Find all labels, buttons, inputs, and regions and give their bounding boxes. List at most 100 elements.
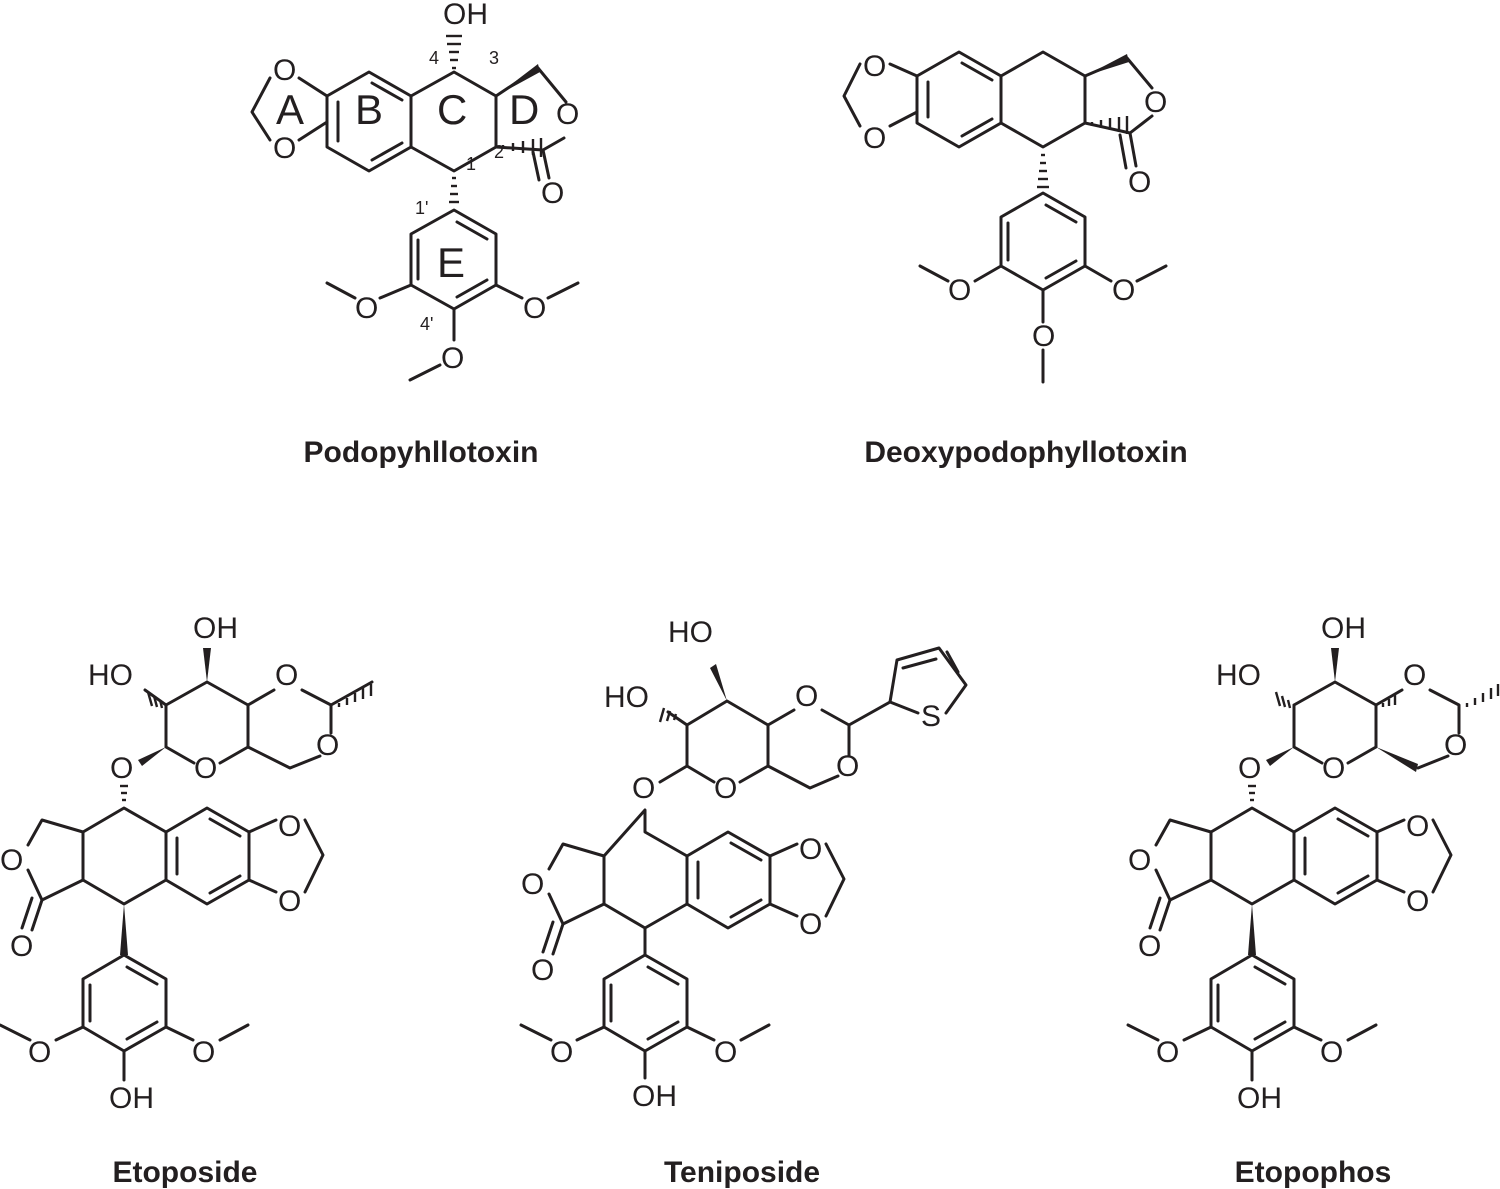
atom-o: O [714, 772, 737, 805]
atom-o: O [523, 292, 546, 325]
position-label-1-prime: 1' [415, 198, 428, 218]
ring-label-a: A [276, 86, 304, 133]
wedge-bond [1376, 747, 1418, 772]
atom-o: O [192, 1036, 215, 1069]
atom-o: O [194, 752, 217, 785]
atom-o: O [1128, 166, 1151, 199]
atom-labels: OH HO O O O O O O O O O O OH [1128, 612, 1467, 1115]
ring-labels: A B C D E [276, 86, 539, 286]
atom-labels: OH HO O O O O O O O O O O OH [0, 612, 339, 1115]
position-label-1: 1 [466, 154, 476, 174]
atom-o: O [275, 659, 298, 692]
atom-o: O [273, 132, 296, 165]
wedge-bond [1248, 904, 1256, 955]
atom-o: O [521, 868, 544, 901]
ring-label-b: B [355, 86, 383, 133]
ring-label-c: C [437, 86, 467, 133]
position-label-2: 2 [494, 142, 504, 162]
atom-oh: OH [632, 1080, 677, 1113]
hash-bond [120, 784, 128, 802]
position-label-4-prime: 4' [420, 314, 433, 334]
hash-bond-c1 [449, 176, 459, 204]
hash-bond [1465, 684, 1500, 707]
atom-labels: HO HO S O O O O O O O O O O OH [521, 616, 941, 1113]
stereo-bonds [658, 664, 727, 723]
stereo-bonds [446, 34, 543, 204]
atom-o: O [632, 772, 655, 805]
atom-o: O [1444, 729, 1467, 762]
atom-o: O [273, 54, 296, 87]
atom-o: O [948, 274, 971, 307]
wedge-bond [120, 904, 128, 955]
atom-o: O [10, 930, 33, 963]
molecule-deoxypodophyllotoxin: O O O O O O O Deoxypodophyllotoxin [842, 50, 1188, 469]
hash-bond-c4-oh [446, 34, 462, 70]
atom-labels: O O O O O O O [863, 50, 1167, 353]
atom-oh: OH [443, 0, 488, 31]
atom-ho: HO [88, 659, 133, 692]
atom-o: O [441, 342, 464, 375]
wedge-bond-c3 [496, 64, 540, 96]
position-label-4: 4 [429, 48, 439, 68]
atom-ho: HO [1216, 659, 1261, 692]
atom-o: O [110, 752, 133, 785]
wedge-bond [1085, 54, 1129, 76]
stereo-bonds [1248, 648, 1500, 955]
hash-bond [1248, 784, 1256, 802]
hash-bond [658, 707, 678, 723]
position-label-3: 3 [489, 48, 499, 68]
wedge-bond [710, 664, 727, 701]
molecule-podophyllotoxin: OH O O O O O O O A B C D E 4 3 2 1 1' 4'… [250, 0, 580, 469]
stereo-bonds [1037, 54, 1129, 189]
atom-o: O [278, 810, 301, 843]
hash-bond [1090, 116, 1129, 134]
molecule-etoposide: OH HO O O O O O O O O O O OH Etoposide [0, 612, 374, 1189]
wedge-bond [138, 747, 166, 766]
atom-labels: OH O O O O O O O [273, 0, 579, 375]
atom-o: O [863, 122, 886, 155]
molecule-etopophos: OH HO O O O O O O O O O O OH Etopophos [1126, 612, 1500, 1189]
bonds [1126, 680, 1461, 1082]
ring-label-d: D [509, 86, 539, 133]
hash-bond-c2 [501, 138, 543, 157]
atom-o: O [799, 833, 822, 866]
atom-o: O [556, 98, 579, 131]
atom-o: O [550, 1036, 573, 1069]
molecule-teniposide: HO HO S O O O O O O O O O O OH Teniposid… [519, 616, 968, 1189]
atom-o: O [1128, 844, 1151, 877]
atom-o: O [863, 50, 886, 83]
atom-o: O [1320, 1036, 1343, 1069]
atom-s: S [921, 700, 941, 733]
hash-bond [1037, 153, 1049, 189]
bonds [519, 646, 968, 1080]
hash-bond [1381, 695, 1397, 707]
atom-o: O [1112, 274, 1135, 307]
wedge-bond [203, 648, 211, 682]
atom-o: O [799, 908, 822, 941]
atom-o: O [1144, 86, 1167, 119]
atom-o: O [1156, 1036, 1179, 1069]
atom-o: O [316, 729, 339, 762]
atom-oh: OH [193, 612, 238, 645]
atom-o: O [1403, 659, 1426, 692]
atom-o: O [795, 680, 818, 713]
atom-oh: OH [1237, 1082, 1282, 1115]
compound-name: Podopyhllotoxin [304, 436, 539, 469]
atom-oh: OH [109, 1082, 154, 1115]
atom-o: O [1238, 752, 1261, 785]
ring-label-e: E [437, 239, 465, 286]
atom-o: O [541, 177, 564, 210]
atom-ho: HO [604, 681, 649, 714]
stereo-bonds [120, 648, 373, 955]
wedge-bond [1266, 747, 1294, 766]
hash-bond [146, 691, 164, 709]
atom-o: O [1138, 930, 1161, 963]
hash-bond [1274, 691, 1292, 709]
atom-o: O [836, 750, 859, 783]
bonds [842, 50, 1168, 384]
atom-o: O [531, 954, 554, 987]
compound-name: Etopophos [1235, 1156, 1392, 1189]
compound-name: Teniposide [664, 1156, 820, 1189]
atom-oh: OH [1321, 612, 1366, 645]
